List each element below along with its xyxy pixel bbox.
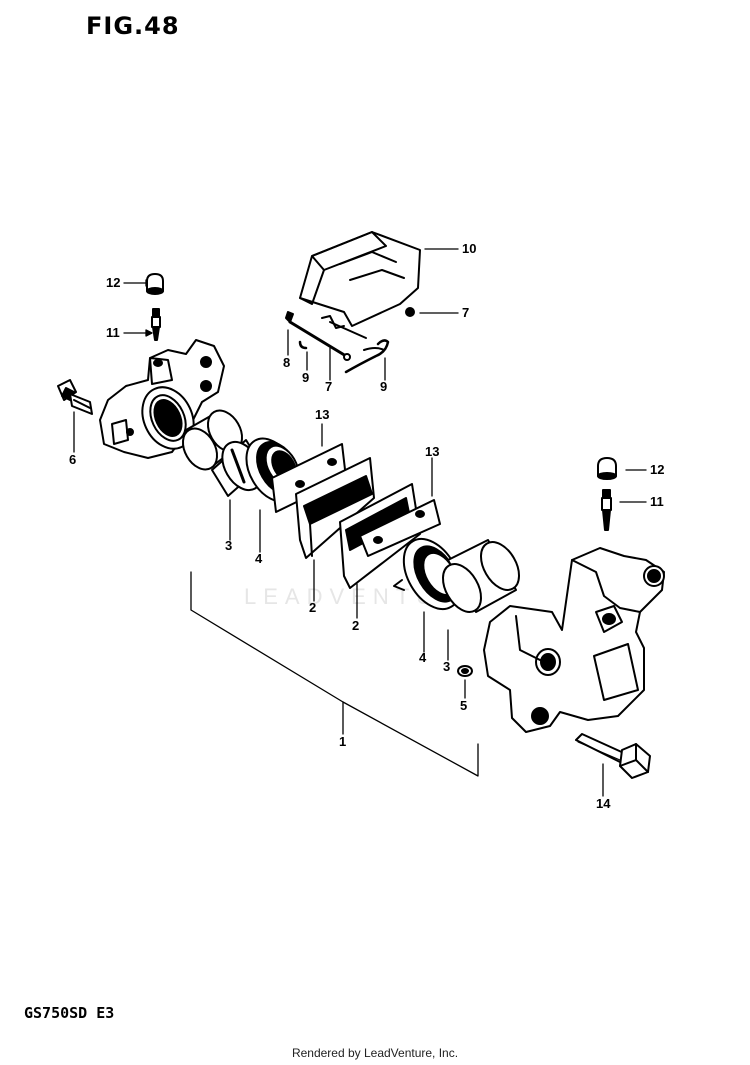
pad-2-first <box>271 443 375 559</box>
callout-2-second: 2 <box>352 618 360 633</box>
callout-1: 1 <box>339 734 347 749</box>
callout-6: 6 <box>69 452 77 467</box>
callout-12-right: 12 <box>650 462 665 477</box>
callout-8: 8 <box>283 355 291 370</box>
callout-5: 5 <box>460 698 468 713</box>
caliper-body-left <box>99 339 225 459</box>
caliper-body-right <box>483 547 665 733</box>
callout-7-top: 7 <box>462 305 470 320</box>
bolt-6 <box>57 379 93 415</box>
callout-13-left: 13 <box>315 407 330 422</box>
callout-14: 14 <box>596 796 611 811</box>
callout-13-right: 13 <box>425 444 440 459</box>
pin-set-8-7-9 <box>285 311 390 374</box>
rendered-by-footer: Rendered by LeadVenture, Inc. <box>291 1046 459 1060</box>
figure-label: FIG.48 <box>86 12 180 40</box>
callout-7-bottom: 7 <box>325 379 333 394</box>
bolt-14 <box>575 733 651 779</box>
model-code: GS750SD E3 <box>24 1004 115 1022</box>
callout-4-left: 4 <box>255 551 263 566</box>
callout-3-left: 3 <box>225 538 233 553</box>
bleeder-11-left <box>151 308 161 341</box>
callout-4-right: 4 <box>419 650 427 665</box>
pad-cover-10 <box>299 231 421 329</box>
cap-12-right <box>597 457 617 480</box>
callout-12-left: 12 <box>106 275 121 290</box>
callout-9-right: 9 <box>380 379 388 394</box>
piston-3-right <box>442 539 520 613</box>
callout-3-right: 3 <box>443 659 451 674</box>
bleeder-11-right <box>601 489 612 531</box>
callout-9-left: 9 <box>302 370 310 385</box>
callout-11-left: 11 <box>106 325 120 340</box>
cap-12-left <box>146 273 164 295</box>
leader-lines <box>73 248 647 797</box>
pad-2-second <box>339 483 441 589</box>
ring-5 <box>457 665 473 677</box>
callout-11-right: 11 <box>650 494 664 509</box>
callout-10: 10 <box>462 241 477 256</box>
callout-2-first: 2 <box>309 600 317 615</box>
